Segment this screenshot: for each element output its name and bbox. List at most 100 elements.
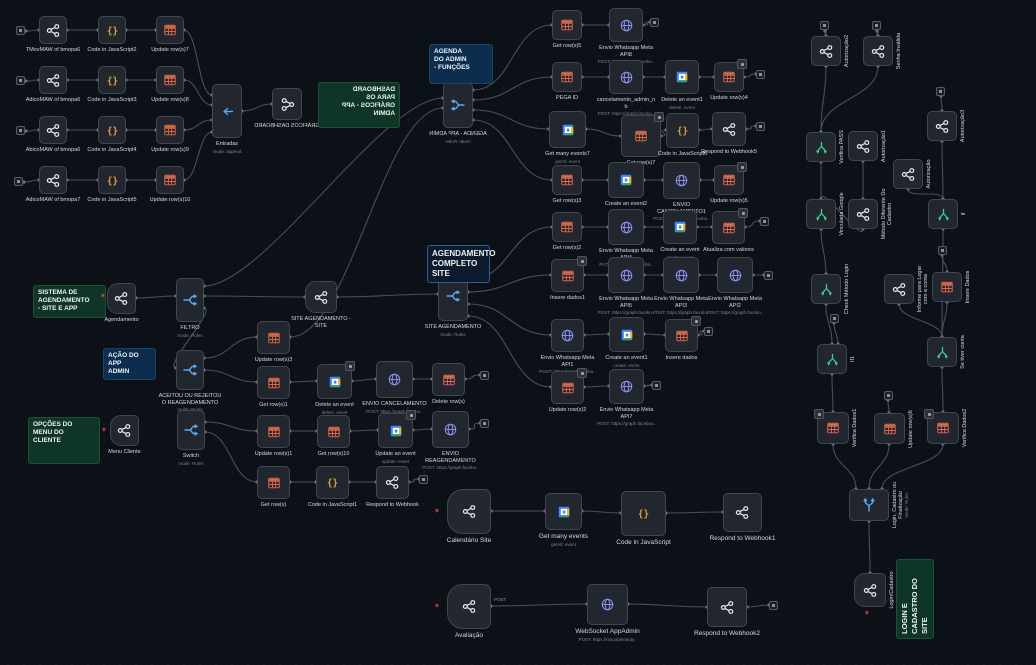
- node-envio-whatsapp-meta-api2[interactable]: [717, 257, 753, 293]
- node-verifica-dados1[interactable]: [814, 409, 849, 444]
- node-menu-cliente[interactable]: [110, 415, 139, 446]
- node-cancelamento-admin-n-b[interactable]: [609, 60, 643, 94]
- node-update-row-s-8[interactable]: [156, 66, 184, 94]
- node-update-row-s-9[interactable]: [156, 116, 184, 144]
- node-se-tiver-conta[interactable]: [927, 337, 957, 367]
- node-update-row-s-1[interactable]: [257, 415, 290, 448]
- node-adicomaw-of-bmopa6[interactable]: [39, 66, 67, 94]
- add-node-endpoint[interactable]: [16, 126, 25, 135]
- node-update-row-s-3[interactable]: [257, 321, 290, 354]
- sticky-note-login-e[interactable]: LOGIN E CADASTRO DO SITE: [896, 559, 934, 639]
- node-get-row-s-2[interactable]: [552, 212, 582, 242]
- add-node-endpoint[interactable]: [704, 327, 713, 336]
- add-node-endpoint[interactable]: [16, 26, 25, 35]
- node-insere-dados1[interactable]: [551, 256, 587, 292]
- node-respond-to-webhook[interactable]: [376, 466, 409, 499]
- node-get-row-s-1[interactable]: [257, 366, 290, 399]
- sticky-note-agendamento[interactable]: AGENDAMENTO COMPLETO SITE: [427, 245, 495, 283]
- node-autoriza-o1[interactable]: [848, 131, 878, 161]
- node-get-row-s-10[interactable]: [317, 415, 350, 448]
- node-get-row-s-5[interactable]: [552, 10, 582, 40]
- add-node-endpoint[interactable]: [938, 246, 947, 255]
- node-agenda-app-admin[interactable]: [443, 82, 473, 128]
- add-node-endpoint[interactable]: [14, 177, 23, 186]
- node-login-cadastro[interactable]: [854, 573, 886, 607]
- node-if1[interactable]: [817, 344, 847, 374]
- add-node-endpoint[interactable]: [650, 18, 659, 27]
- node-insere-dados[interactable]: [932, 272, 962, 302]
- node-informe-para-logar-com-a-conta[interactable]: [884, 274, 914, 304]
- sticky-note-op-es-do[interactable]: OPÇÕES DO MENU DO CLIENTE: [28, 417, 100, 464]
- node-aceitou-ou-rejeitou-o-reagendamento[interactable]: [176, 350, 204, 390]
- add-node-endpoint[interactable]: [419, 475, 428, 484]
- node-entradas[interactable]: [212, 84, 242, 138]
- sticky-note-sistema-de[interactable]: SISTEMA DE AGENDAMENTO - SITE E APP: [33, 285, 106, 318]
- node-envio-cancelamento[interactable]: [376, 361, 413, 398]
- node-m-todo-diferente-do-cadastro[interactable]: [848, 199, 878, 229]
- add-node-endpoint[interactable]: [820, 21, 829, 30]
- node-code-in-javascript3[interactable]: {}: [98, 66, 126, 94]
- add-node-endpoint[interactable]: [480, 371, 489, 380]
- node-update-row-s-2[interactable]: [551, 368, 587, 404]
- add-node-endpoint[interactable]: [756, 70, 765, 79]
- node-update-row-s-10[interactable]: [156, 166, 184, 194]
- node-update-row-s-7[interactable]: [156, 16, 184, 44]
- node-get-row-s-3[interactable]: [552, 165, 582, 195]
- sticky-note-a-o-do-app[interactable]: AÇÃO DO APP ADMIN: [103, 348, 156, 380]
- node-code-in-javascript2[interactable]: {}: [98, 16, 126, 44]
- node-respond-to-webhook5[interactable]: [712, 112, 746, 146]
- node-get-row-s[interactable]: [257, 466, 290, 499]
- node-create-an-event2[interactable]: [608, 162, 644, 198]
- add-node-endpoint[interactable]: [652, 381, 661, 390]
- node-update-row-s-4[interactable]: [714, 59, 747, 92]
- add-node-endpoint[interactable]: [872, 21, 881, 30]
- node-pega-id[interactable]: [552, 62, 582, 92]
- node-create-an-event[interactable]: [663, 210, 697, 244]
- node-verifica-dados2[interactable]: [924, 409, 959, 444]
- node-delete-row-s[interactable]: [432, 363, 465, 396]
- node-autoriza-o2[interactable]: [811, 36, 841, 66]
- node-update-row-s-6[interactable]: [874, 413, 905, 444]
- node-autoriza-o[interactable]: [893, 159, 923, 189]
- node-code-in-javascript5[interactable]: {}: [98, 166, 126, 194]
- node-envio-whatsapp-meta-api5[interactable]: [608, 257, 644, 293]
- node-check-m-todo-login[interactable]: [811, 274, 841, 304]
- node-code-in-javascript[interactable]: {}: [621, 491, 666, 536]
- node-filtro[interactable]: [176, 278, 204, 322]
- node-gr-ficos-dashboard[interactable]: [272, 88, 302, 120]
- node-envio-reagendamento[interactable]: [432, 411, 469, 448]
- node-update-an-event[interactable]: [378, 410, 416, 448]
- node-get-row-s-7[interactable]: [621, 112, 664, 157]
- node-create-an-event1[interactable]: [609, 317, 644, 352]
- node-update-row-s-5[interactable]: [714, 162, 747, 195]
- node-envio-whatsapp-meta-api1[interactable]: [551, 319, 584, 352]
- node-code-in-javascript4[interactable]: {}: [98, 116, 126, 144]
- sticky-note-dashboard[interactable]: DASHBOARD PARA OS GRÁFICOS - APP ADMIN: [318, 82, 400, 128]
- node-envio-whatsapp-meta-api7[interactable]: [609, 369, 644, 404]
- add-node-endpoint[interactable]: [756, 122, 765, 131]
- node-site-agendamento-site[interactable]: [305, 281, 337, 313]
- node-envio-whatsapp-meta-api8[interactable]: [609, 8, 643, 42]
- node-abicomaw-of-bmopa6[interactable]: [39, 116, 67, 144]
- node-autoriza-o3[interactable]: [927, 111, 957, 141]
- node-get-many-events[interactable]: [545, 493, 582, 530]
- node-login-cadastro-ou-finaliza-o[interactable]: [849, 489, 889, 521]
- add-node-endpoint[interactable]: [769, 601, 778, 610]
- node-insere-dados[interactable]: [665, 316, 701, 352]
- add-node-endpoint[interactable]: [480, 419, 489, 428]
- node-websocket-appadmin[interactable]: [587, 584, 628, 625]
- node-code-in-javascript6[interactable]: {}: [666, 113, 699, 148]
- node-envio-whatsapp-meta-api4[interactable]: [608, 209, 644, 245]
- node-delete-an-event[interactable]: [317, 361, 355, 399]
- node-vinculada-google[interactable]: [806, 199, 836, 229]
- node-tmovmaw-of-bmopa6[interactable]: [39, 16, 67, 44]
- node-atualiza-com-valores[interactable]: [712, 208, 748, 244]
- node-switch[interactable]: [177, 410, 205, 450]
- add-node-endpoint[interactable]: [16, 76, 25, 85]
- node-envio-whatsapp-meta-api3[interactable]: [663, 257, 699, 293]
- add-node-endpoint[interactable]: [764, 271, 773, 280]
- node-delete-an-event1[interactable]: [665, 60, 699, 94]
- node-respond-to-webhook2[interactable]: [707, 587, 747, 627]
- node-senha-inv-lida[interactable]: [863, 36, 893, 66]
